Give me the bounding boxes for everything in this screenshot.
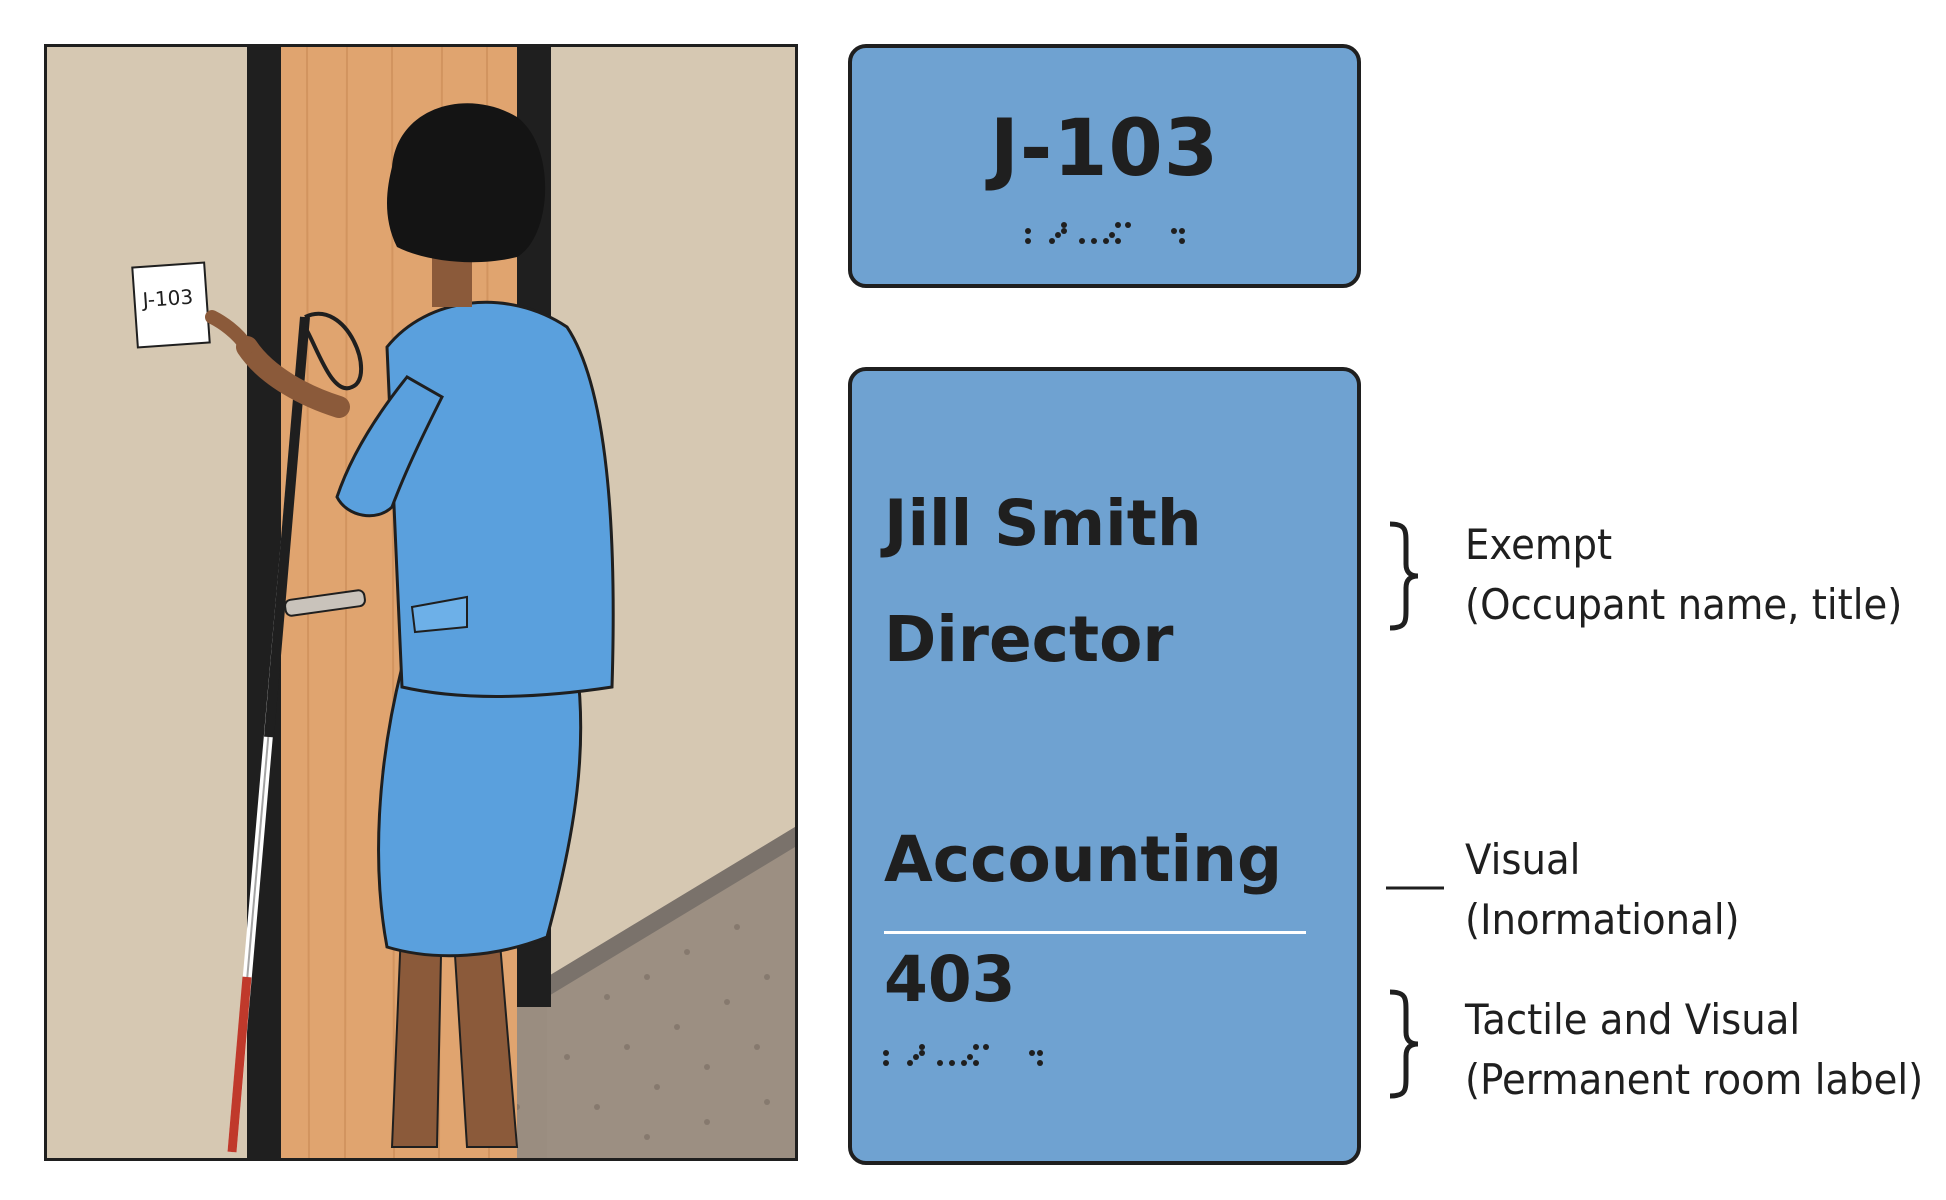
annotation-tactile-heading: Tactile and Visual — [1465, 995, 1801, 1044]
occupant-title: Director — [884, 603, 1174, 676]
wall-sign-label: J-103 — [140, 284, 194, 312]
annotation-visual-detail: (Inormational) — [1465, 895, 1740, 944]
braille-dots-room-label — [883, 1044, 1043, 1066]
brace-tactile-visual — [1389, 989, 1419, 1099]
occupant-directory-sign: Jill Smith Director Accounting 403 — [848, 367, 1361, 1165]
line-visual — [1386, 886, 1444, 890]
annotation-exempt-detail: (Occupant name, title) — [1465, 580, 1903, 629]
annotation-exempt-heading: Exempt — [1465, 520, 1613, 569]
braille-dots-room-number — [1025, 222, 1185, 244]
department-divider — [884, 931, 1306, 934]
department-name: Accounting — [884, 823, 1283, 896]
occupant-name: Jill Smith — [884, 487, 1202, 560]
room-number-label: 403 — [884, 943, 1016, 1016]
person-reading-sign-illustration: J-103 — [44, 44, 798, 1161]
annotation-tactile-detail: (Permanent room label) — [1465, 1055, 1924, 1104]
brace-exempt — [1389, 521, 1419, 631]
room-number-sign: J-103 — [848, 44, 1361, 288]
room-number-text: J-103 — [989, 104, 1220, 194]
illustration-scene: J-103 — [47, 47, 795, 1158]
annotation-visual-heading: Visual — [1465, 835, 1581, 884]
